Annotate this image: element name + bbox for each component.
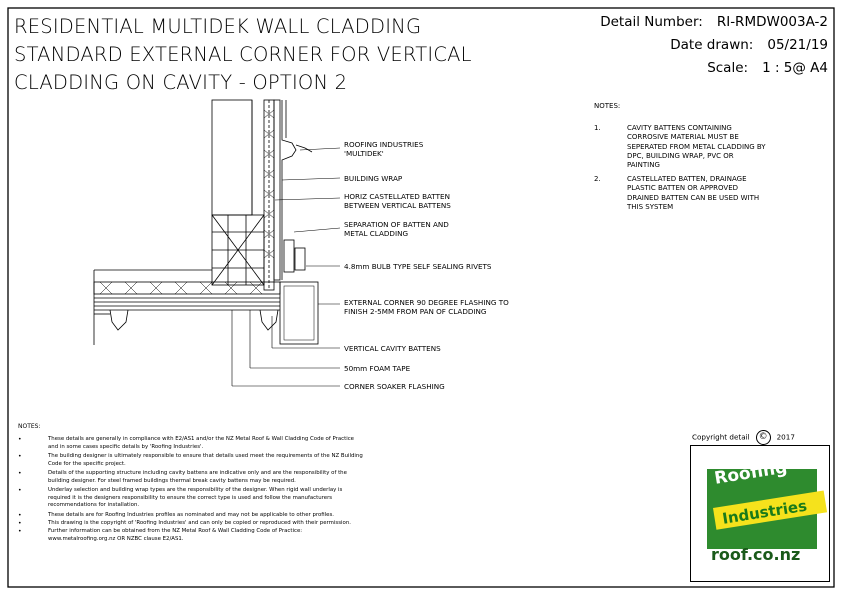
detail-number: Detail Number: RI-RMDW003A-2 xyxy=(600,14,828,30)
roofing-industries-logo: Roofing Industries roof.co.nz xyxy=(690,445,830,582)
scale-label: Scale: xyxy=(707,60,749,76)
callout-horiz-castellated-batten: HORIZ CASTELLATED BATTEN BETWEEN VERTICA… xyxy=(344,192,451,210)
bottom-notes-header: NOTES: xyxy=(18,423,41,430)
bullet-icon: • xyxy=(18,453,22,460)
bottom-notes-list: • These details are generally in complia… xyxy=(18,436,458,566)
bullet-icon: • xyxy=(18,470,22,477)
detail-number-label: Detail Number: xyxy=(600,14,703,30)
callout-rivets: 4.8mm BULB TYPE SELF SEALING RIVETS xyxy=(344,262,492,271)
leader-lines xyxy=(231,147,341,387)
notes-header: NOTES: xyxy=(594,102,621,110)
corner-detail-drawing xyxy=(93,99,319,345)
drawing-title-line-2: STANDARD EXTERNAL CORNER FOR VERTICAL xyxy=(14,43,472,66)
bottom-note-1: These details are generally in complianc… xyxy=(48,436,355,450)
drawing-title-line-3: CLADDING ON CAVITY - OPTION 2 xyxy=(14,71,348,94)
bottom-note-4: Underlay selection and building wrap typ… xyxy=(48,487,343,508)
bottom-note-6: This drawing is the copyright of 'Roofin… xyxy=(48,520,351,526)
date-drawn-label: Date drawn: xyxy=(670,37,754,53)
copyright-year: 2017 xyxy=(776,432,795,442)
bottom-note-7: Further information can be obtained from… xyxy=(48,528,303,542)
bottom-note-2: The building designer is ultimately resp… xyxy=(48,453,363,467)
scale-value: 1 : 5@ A4 xyxy=(762,60,828,76)
note-1-number: 1. xyxy=(594,124,601,132)
bottom-note-3: Details of the supporting structure incl… xyxy=(48,470,347,484)
logo-url: roof.co.nz xyxy=(711,545,801,564)
copyright-label: Copyright detail xyxy=(692,432,750,442)
callout-separation-batten: SEPARATION OF BATTEN AND METAL CLADDING xyxy=(344,220,449,238)
date-drawn: Date drawn: 05/21/19 xyxy=(670,37,828,53)
callout-external-corner-flashing: EXTERNAL CORNER 90 DEGREE FLASHING TO FI… xyxy=(344,298,509,316)
bullet-icon: • xyxy=(18,487,22,494)
callout-roofing-industries-multidek: ROOFING INDUSTRIES 'MULTIDEK' xyxy=(344,140,424,158)
drawing-title-line-1: RESIDENTIAL MULTIDEK WALL CLADDING xyxy=(14,15,422,38)
note-2-text: CASTELLATED BATTEN, DRAINAGE PLASTIC BAT… xyxy=(627,175,760,211)
note-1-text: CAVITY BATTENS CONTAINING CORROSIVE MATE… xyxy=(627,124,766,170)
note-1: 1. CAVITY BATTENS CONTAINING CORROSIVE M… xyxy=(594,124,794,174)
callout-building-wrap: BUILDING WRAP xyxy=(344,174,403,183)
copyright-detail: Copyright detail © 2017 xyxy=(692,430,795,445)
bullet-icon: • xyxy=(18,512,22,519)
callout-foam-tape: 50mm FOAM TAPE xyxy=(344,364,411,373)
note-2: 2. CASTELLATED BATTEN, DRAINAGE PLASTIC … xyxy=(594,175,794,220)
scale: Scale: 1 : 5@ A4 xyxy=(707,60,828,76)
bullet-icon: • xyxy=(18,436,22,443)
date-drawn-value: 05/21/19 xyxy=(767,37,828,53)
callout-corner-soaker-flashing: CORNER SOAKER FLASHING xyxy=(344,382,445,391)
callout-vertical-cavity-battens: VERTICAL CAVITY BATTENS xyxy=(344,344,441,353)
bullet-icon: • xyxy=(18,520,22,527)
bottom-note-5: These details are for Roofing Industries… xyxy=(48,512,334,518)
detail-number-value: RI-RMDW003A-2 xyxy=(716,14,828,30)
copyright-icon: © xyxy=(755,430,771,445)
note-2-number: 2. xyxy=(594,175,601,183)
bullet-icon: • xyxy=(18,528,22,535)
